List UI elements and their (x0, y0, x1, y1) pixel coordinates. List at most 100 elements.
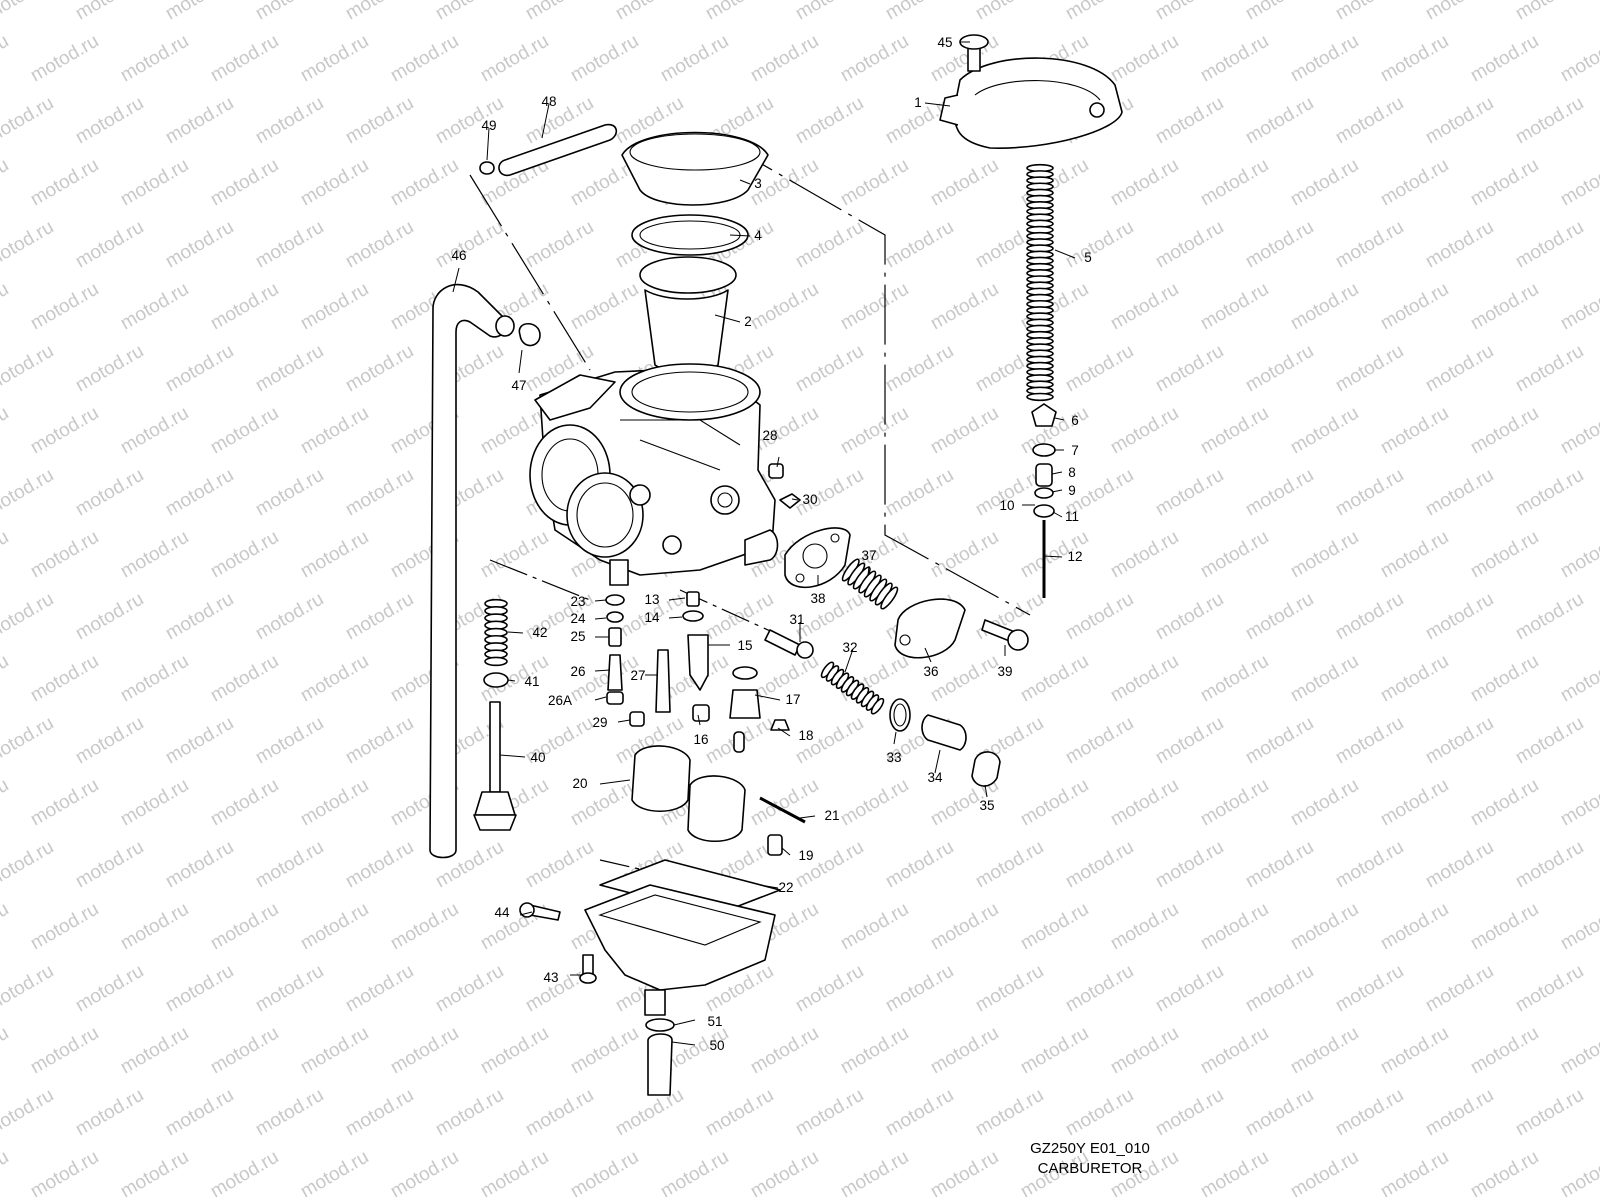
watermark-text: motod.ru (387, 1023, 462, 1079)
callout-label: 17 (785, 692, 800, 707)
watermark-text: motod.ru (0, 341, 57, 397)
watermark-text: motod.ru (1197, 155, 1272, 211)
watermark-text: motod.ru (342, 713, 417, 769)
watermark-text: motod.ru (117, 279, 192, 335)
watermark-text: motod.ru (1377, 775, 1452, 831)
watermark-text: motod.ru (1152, 713, 1227, 769)
watermark-text: motod.ru (207, 651, 282, 707)
watermark-text: motod.ru (0, 651, 12, 707)
watermark-text: motod.ru (297, 651, 372, 707)
watermark-text: motod.ru (72, 961, 147, 1017)
watermark-text: motod.ru (1197, 775, 1272, 831)
watermark-text: motod.ru (27, 403, 102, 459)
watermark-text: motod.ru (117, 31, 192, 87)
watermark-text: motod.ru (1332, 837, 1407, 893)
watermark-text: motod.ru (0, 465, 57, 521)
callout-label: 42 (532, 625, 547, 640)
watermark-text: motod.ru (1467, 31, 1542, 87)
watermark-text: motod.ru (207, 279, 282, 335)
watermark-text: motod.ru (1557, 775, 1600, 831)
watermark-text: motod.ru (882, 465, 957, 521)
watermark-text: motod.ru (1377, 155, 1452, 211)
watermark-text: motod.ru (1467, 1147, 1542, 1200)
watermark-text: motod.ru (1422, 217, 1497, 273)
diagram-title: CARBURETOR (1037, 1160, 1143, 1177)
watermark-text: motod.ru (252, 589, 327, 645)
watermark-text: motod.ru (522, 217, 597, 273)
callout-label: 11 (1065, 509, 1079, 524)
callout-label: 15 (737, 638, 752, 653)
watermark-text: motod.ru (882, 217, 957, 273)
watermark-text: motod.ru (657, 1147, 732, 1200)
watermark-text: motod.ru (747, 775, 822, 831)
watermark-text: motod.ru (0, 713, 57, 769)
callout-label: 31 (789, 612, 804, 627)
watermark-text: motod.ru (1242, 93, 1317, 149)
watermark-text: motod.ru (837, 155, 912, 211)
watermark-text: motod.ru (837, 31, 912, 87)
watermark-text: motod.ru (1422, 0, 1497, 24)
watermark-text: motod.ru (0, 31, 12, 87)
watermark-text: motod.ru (882, 341, 957, 397)
watermark-text: motod.ru (1287, 899, 1362, 955)
callout-label: 26 (570, 664, 585, 679)
watermark-text: motod.ru (747, 1147, 822, 1200)
callout-label: 4 (754, 228, 762, 243)
callout-label: 7 (1071, 443, 1079, 458)
watermark-text: motod.ru (117, 403, 192, 459)
watermark-text: motod.ru (72, 589, 147, 645)
spring-part (841, 558, 899, 610)
watermark-text: motod.ru (882, 1085, 957, 1141)
spring-part (484, 598, 508, 667)
watermark-text: motod.ru (882, 0, 957, 24)
watermark-text: motod.ru (432, 1085, 507, 1141)
callout-label: 26A (548, 693, 572, 708)
watermark-text: motod.ru (567, 1023, 642, 1079)
watermark-text: motod.ru (1062, 341, 1137, 397)
callout-label: 40 (530, 750, 545, 765)
watermark-text: motod.ru (342, 93, 417, 149)
watermark-text: motod.ru (252, 465, 327, 521)
watermark-text: motod.ru (1062, 837, 1137, 893)
callout-label: 28 (762, 428, 777, 443)
watermark-text: motod.ru (477, 527, 552, 583)
watermark-text: motod.ru (387, 899, 462, 955)
spring-part (820, 661, 885, 715)
watermark-text: motod.ru (1107, 775, 1182, 831)
watermark-text: motod.ru (162, 837, 237, 893)
watermark-text: motod.ru (1242, 961, 1317, 1017)
watermark-text: motod.ru (1287, 31, 1362, 87)
watermark-text: motod.ru (837, 403, 912, 459)
watermark-text: motod.ru (1332, 217, 1407, 273)
watermark-text: motod.ru (1422, 837, 1497, 893)
watermark-text: motod.ru (1332, 0, 1407, 24)
watermark-text: motod.ru (0, 837, 57, 893)
watermark-text: motod.ru (0, 961, 57, 1017)
watermark-text: motod.ru (342, 837, 417, 893)
watermark-text: motod.ru (1107, 527, 1182, 583)
callout-label: 5 (1084, 250, 1092, 265)
watermark-text: motod.ru (837, 775, 912, 831)
watermark-text: motod.ru (1512, 217, 1587, 273)
watermark-text: motod.ru (1467, 527, 1542, 583)
watermark-text: motod.ru (0, 899, 12, 955)
watermark-text: motod.ru (477, 1147, 552, 1200)
callout-label: 18 (798, 728, 813, 743)
watermark-text: motod.ru (1287, 155, 1362, 211)
watermark-text: motod.ru (1197, 1023, 1272, 1079)
watermark-text: motod.ru (1242, 0, 1317, 24)
watermark-text: motod.ru (27, 31, 102, 87)
watermark-text: motod.ru (0, 155, 12, 211)
callout-label: 13 (644, 592, 659, 607)
callout-label: 30 (802, 492, 817, 507)
watermark-text: motod.ru (252, 713, 327, 769)
watermark-text: motod.ru (1287, 775, 1362, 831)
callout-label: 29 (592, 715, 607, 730)
watermark-text: motod.ru (1197, 31, 1272, 87)
watermark-text: motod.ru (1242, 217, 1317, 273)
watermark-text: motod.ru (567, 1147, 642, 1200)
watermark-text: motod.ru (927, 899, 1002, 955)
watermark-text: motod.ru (207, 155, 282, 211)
watermark-text: motod.ru (297, 155, 372, 211)
watermark-text: motod.ru (1287, 527, 1362, 583)
